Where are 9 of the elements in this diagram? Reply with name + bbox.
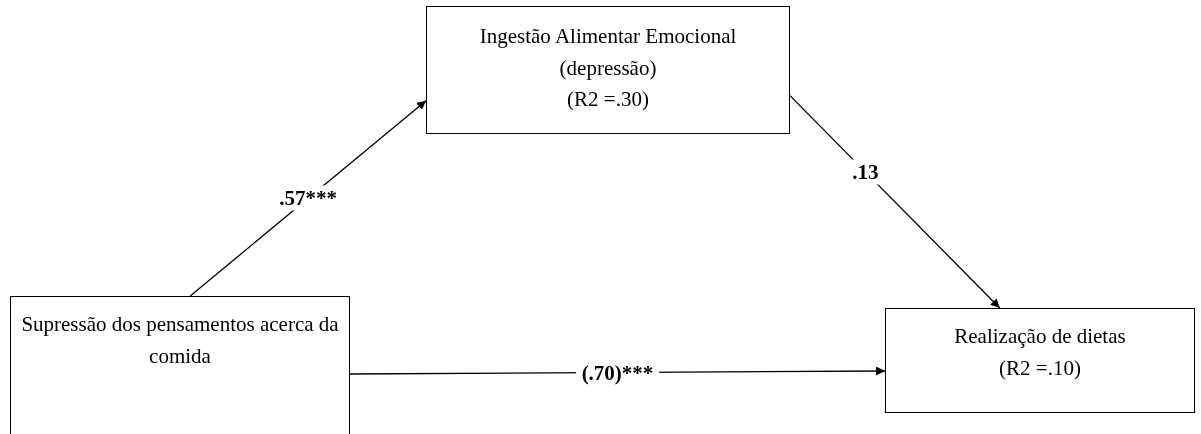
variable-label: (R2 =.10)	[999, 354, 1081, 382]
variable-box	[10, 296, 350, 434]
variable-label: Ingestão Alimentar Emocional (depressão)	[478, 23, 738, 82]
variable-label: Supressão dos pensamentos acerca da comida	[20, 311, 340, 370]
variable-label: Realização de dietas	[954, 323, 1126, 350]
arrow	[789, 94, 1001, 309]
variable-box	[426, 6, 790, 134]
variable-box	[885, 308, 1195, 413]
variable-label: (R2 =.30)	[567, 86, 649, 113]
